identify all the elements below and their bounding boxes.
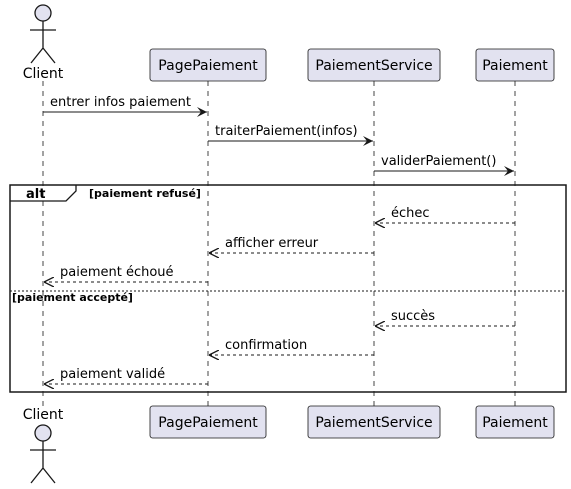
message-9: paiement validé — [44, 367, 208, 384]
messages: entrer infos paiement traiterPaiement(inf… — [43, 95, 515, 384]
message-8: confirmation — [209, 338, 374, 355]
actor-client-bottom[interactable]: Client — [23, 407, 64, 484]
message-label: entrer infos paiement — [50, 95, 191, 110]
participant-box — [475, 48, 555, 82]
actor-body-icon — [30, 441, 56, 484]
message-label: succès — [391, 309, 435, 324]
message-label: validerPaiement() — [381, 154, 496, 169]
message-label: échec — [391, 206, 430, 221]
participants: ClientClientPagePaiementPagePaiementPaie… — [23, 4, 555, 484]
fragment-frame — [9, 184, 567, 393]
fragment-condition-2: [paiement accepté] — [12, 291, 133, 304]
message-label: paiement échoué — [60, 265, 174, 280]
message-4: échec — [375, 206, 515, 223]
actor-head-icon — [34, 424, 52, 442]
lifelines — [42, 81, 516, 406]
message-label: paiement validé — [60, 367, 165, 382]
participant-pagepaiement-bottom[interactable]: PagePaiement — [149, 405, 267, 439]
alt-fragment: alt [paiement refusé] [paiement accepté] — [9, 184, 567, 393]
fragment-tab — [10, 185, 77, 202]
participant-label: Paiement — [482, 415, 548, 431]
participant-paiementservice-top[interactable]: PaiementService — [307, 48, 441, 82]
message-3: validerPaiement() — [374, 154, 514, 176]
participant-box — [149, 405, 267, 439]
participant-box — [307, 405, 441, 439]
actor-body-icon — [30, 21, 56, 64]
participant-label: Paiement — [482, 58, 548, 74]
fragment-condition-1: [paiement refusé] — [89, 187, 201, 200]
participant-box — [149, 48, 267, 82]
message-5: afficher erreur — [209, 236, 374, 253]
actor-client-top[interactable]: Client — [23, 4, 64, 82]
message-label: traiterPaiement(infos) — [215, 124, 358, 139]
participant-box — [475, 405, 555, 439]
message-label: confirmation — [225, 338, 307, 353]
participant-label: PaiementService — [315, 415, 432, 431]
participant-paiement-top[interactable]: Paiement — [475, 48, 555, 82]
participant-label: PagePaiement — [158, 58, 258, 74]
participant-label: PaiementService — [315, 58, 432, 74]
message-2: traiterPaiement(infos) — [208, 124, 373, 146]
participant-label: PagePaiement — [158, 415, 258, 431]
message-7: succès — [375, 309, 515, 326]
message-label: afficher erreur — [225, 236, 319, 251]
participant-paiement-bottom[interactable]: Paiement — [475, 405, 555, 439]
fragment-kind-label: alt — [26, 187, 45, 202]
message-1: entrer infos paiement — [43, 95, 207, 117]
actor-label: Client — [23, 66, 64, 82]
participant-box — [307, 48, 441, 82]
participant-paiementservice-bottom[interactable]: PaiementService — [307, 405, 441, 439]
actor-label: Client — [23, 407, 64, 423]
actor-head-icon — [34, 4, 52, 22]
message-6: paiement échoué — [44, 265, 208, 282]
participant-pagepaiement-top[interactable]: PagePaiement — [149, 48, 267, 82]
